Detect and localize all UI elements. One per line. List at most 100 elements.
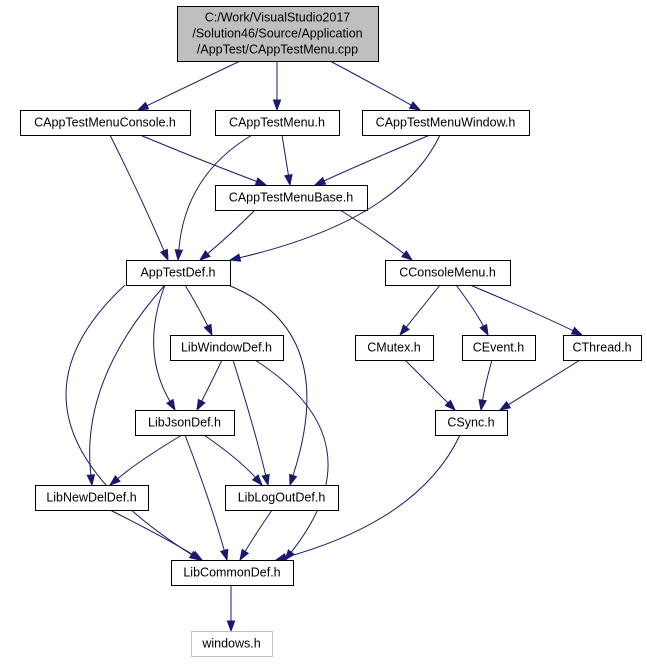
node-libjsondef[interactable]: LibJsonDef.h <box>135 410 235 436</box>
edge-window-to-apptestdef <box>228 134 441 262</box>
edge-root-to-menu <box>272 61 282 112</box>
node-box <box>225 485 339 511</box>
node-box <box>563 335 642 361</box>
node-label: CAppTestMenuBase.h <box>229 191 353 205</box>
node-box <box>191 631 273 657</box>
node-label: CThread.h <box>572 341 631 355</box>
edge-root-to-menu-arrowhead <box>272 99 282 112</box>
node-label: CMutex.h <box>367 341 421 355</box>
edge-csync-to-libcommondef-line <box>285 434 461 558</box>
edge-consolemenu-to-cevent-arrowhead <box>479 323 489 337</box>
edge-console-to-base-line <box>139 134 257 182</box>
node-libwindowdef[interactable]: LibWindowDef.h <box>170 335 284 361</box>
edge-menu-to-base-arrowhead <box>284 173 293 187</box>
node-cevent[interactable]: CEvent.h <box>462 335 536 361</box>
edge-libcommondef-to-windows-arrowhead <box>226 620 236 633</box>
edge-liblogoutdef-to-libcommondef-arrowhead <box>239 548 250 562</box>
edge-base-to-apptestdef-arrowhead <box>198 249 211 261</box>
edge-consolemenu-to-cmutex-line <box>405 284 441 328</box>
node-consolemenu[interactable]: CConsoleMenu.h <box>385 260 511 286</box>
edge-libwindowdef-to-libjsondef-line <box>201 359 223 402</box>
edge-console-to-apptestdef-line <box>109 134 165 252</box>
edge-libwindowdef-to-libcommondef <box>254 359 329 562</box>
node-cthread[interactable]: CThread.h <box>563 335 642 361</box>
edge-libjsondef-to-libcommondef-arrowhead <box>219 548 229 562</box>
node-window[interactable]: CAppTestMenuWindow.h <box>362 110 530 136</box>
edge-console-to-apptestdef <box>109 134 169 262</box>
node-base[interactable]: CAppTestMenuBase.h <box>215 185 368 211</box>
edge-cthread-to-csync <box>498 359 581 411</box>
node-console[interactable]: CAppTestMenuConsole.h <box>20 110 191 136</box>
node-box <box>170 335 284 361</box>
edge-console-to-base <box>139 134 268 186</box>
edge-apptestdef-to-libwindowdef <box>184 284 213 337</box>
edge-libwindowdef-to-liblogoutdef <box>232 359 270 487</box>
edge-menu-to-apptestdef-line <box>178 134 253 251</box>
edge-libjsondef-to-liblogoutdef-line <box>203 434 256 478</box>
edge-root-to-console-line <box>146 60 241 107</box>
edge-libwindowdef-to-libcommondef-line <box>254 359 329 553</box>
node-libcommondef[interactable]: LibCommonDef.h <box>171 560 294 586</box>
node-csync[interactable]: CSync.h <box>435 410 508 436</box>
node-apptestdef[interactable]: AppTestDef.h <box>126 260 231 286</box>
node-label: AppTestDef.h <box>140 266 215 280</box>
edge-libjsondef-to-libnewdeldef-line <box>117 434 183 479</box>
edge-window-to-base-line <box>323 134 431 182</box>
edge-window-to-base <box>313 134 431 186</box>
edge-liblogoutdef-to-libcommondef <box>239 509 273 562</box>
edge-libjsondef-to-liblogoutdef <box>203 434 263 487</box>
node-root[interactable]: C:/Work/VisualStudio2017/Solution46/Sour… <box>177 6 379 62</box>
node-label: CAppTestMenuConsole.h <box>34 116 176 130</box>
edge-consolemenu-to-cthread-line <box>469 284 574 332</box>
edge-libcommondef-to-windows <box>226 585 236 633</box>
nodes-layer: C:/Work/VisualStudio2017/Solution46/Sour… <box>20 6 642 657</box>
edge-consolemenu-to-cevent <box>455 284 489 337</box>
edge-menu-to-apptestdef-arrowhead <box>174 249 184 262</box>
node-label: windows.h <box>201 637 260 651</box>
edge-apptestdef-to-liblogoutdef-line <box>227 284 308 476</box>
node-menu[interactable]: CAppTestMenu.h <box>215 110 340 136</box>
node-box <box>215 110 340 136</box>
node-box <box>171 560 294 586</box>
edge-root-to-console <box>136 60 241 111</box>
node-box <box>385 260 511 286</box>
node-windows[interactable]: windows.h <box>191 631 273 657</box>
node-liblogoutdef[interactable]: LibLogOutDef.h <box>225 485 339 511</box>
edge-libwindowdef-to-liblogoutdef-arrowhead <box>261 473 270 487</box>
edge-cmutex-to-csync-arrowhead <box>444 399 457 412</box>
edge-cevent-to-csync-line <box>482 359 493 401</box>
edge-apptestdef-to-libwindowdef-line <box>184 284 209 327</box>
edge-root-to-console-arrowhead <box>136 101 150 111</box>
edge-root-to-window <box>329 60 422 111</box>
edge-libwindowdef-to-libjsondef <box>196 359 223 412</box>
node-cmutex[interactable]: CMutex.h <box>355 335 434 361</box>
node-box <box>362 110 530 136</box>
edge-window-to-base-arrowhead <box>313 176 327 186</box>
edge-libjsondef-to-liblogoutdef-arrowhead <box>251 474 263 487</box>
edges-layer <box>65 60 584 633</box>
node-label: CAppTestMenu.h <box>229 116 325 130</box>
node-box <box>35 485 149 511</box>
edge-consolemenu-to-cthread-arrowhead <box>570 326 584 336</box>
edge-libjsondef-to-libnewdeldef <box>108 434 183 486</box>
node-label: LibWindowDef.h <box>181 341 272 355</box>
edge-console-to-apptestdef-arrowhead <box>159 248 169 262</box>
edge-root-to-window-arrowhead <box>408 101 422 111</box>
edge-cevent-to-csync-arrowhead <box>478 398 487 412</box>
node-box <box>215 185 368 211</box>
edge-consolemenu-to-cevent-line <box>455 284 484 327</box>
edge-base-to-consolemenu <box>339 209 414 261</box>
node-label: CConsoleMenu.h <box>399 266 496 280</box>
node-libnewdeldef[interactable]: LibNewDelDef.h <box>35 485 149 511</box>
edge-base-to-apptestdef-line <box>207 209 256 254</box>
edge-apptestdef-to-liblogoutdef-arrowhead <box>289 473 298 487</box>
node-label: CSync.h <box>447 416 494 430</box>
edge-cevent-to-csync <box>478 359 493 412</box>
node-box <box>20 110 191 136</box>
edge-libwindowdef-to-libjsondef-arrowhead <box>196 398 206 412</box>
edge-apptestdef-to-libjsondef-arrowhead <box>165 398 176 412</box>
edge-cmutex-to-csync <box>404 359 457 412</box>
edge-menu-to-base-line <box>281 134 289 176</box>
edge-apptestdef-to-libnewdeldef-arrowhead <box>86 474 96 487</box>
